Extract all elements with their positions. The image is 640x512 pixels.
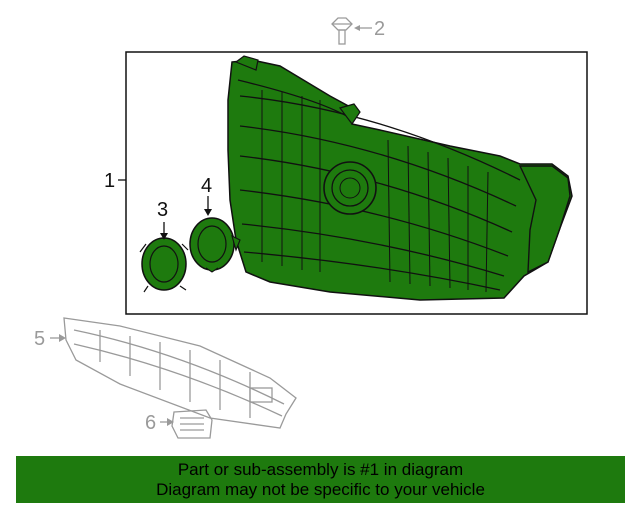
callout-4: 4	[201, 175, 212, 197]
emblem-part-4	[189, 217, 241, 273]
info-banner: Part or sub-assembly is #1 in diagram Di…	[16, 456, 625, 503]
callout-3: 3	[157, 199, 168, 221]
callout-6: 6	[145, 412, 156, 434]
arrow-2	[354, 25, 360, 31]
arrow-4	[204, 209, 212, 216]
arrow-3	[160, 233, 168, 240]
arrow-5	[59, 334, 66, 342]
assembly-frame	[125, 51, 588, 315]
arrow-6	[167, 418, 174, 426]
callout-1: 1	[104, 170, 115, 192]
banner-line-1: Part or sub-assembly is #1 in diagram	[177, 460, 464, 479]
banner-line-2: Diagram may not be specific to your vehi…	[156, 480, 485, 499]
bolt-part-2	[331, 17, 353, 45]
lower-grille-part-5	[63, 317, 297, 429]
emblem-part-3	[139, 237, 189, 293]
callout-5: 5	[34, 328, 45, 350]
grille-assembly-part-1	[227, 55, 573, 301]
bracket-part-6	[171, 409, 213, 439]
callout-2: 2	[374, 18, 385, 40]
